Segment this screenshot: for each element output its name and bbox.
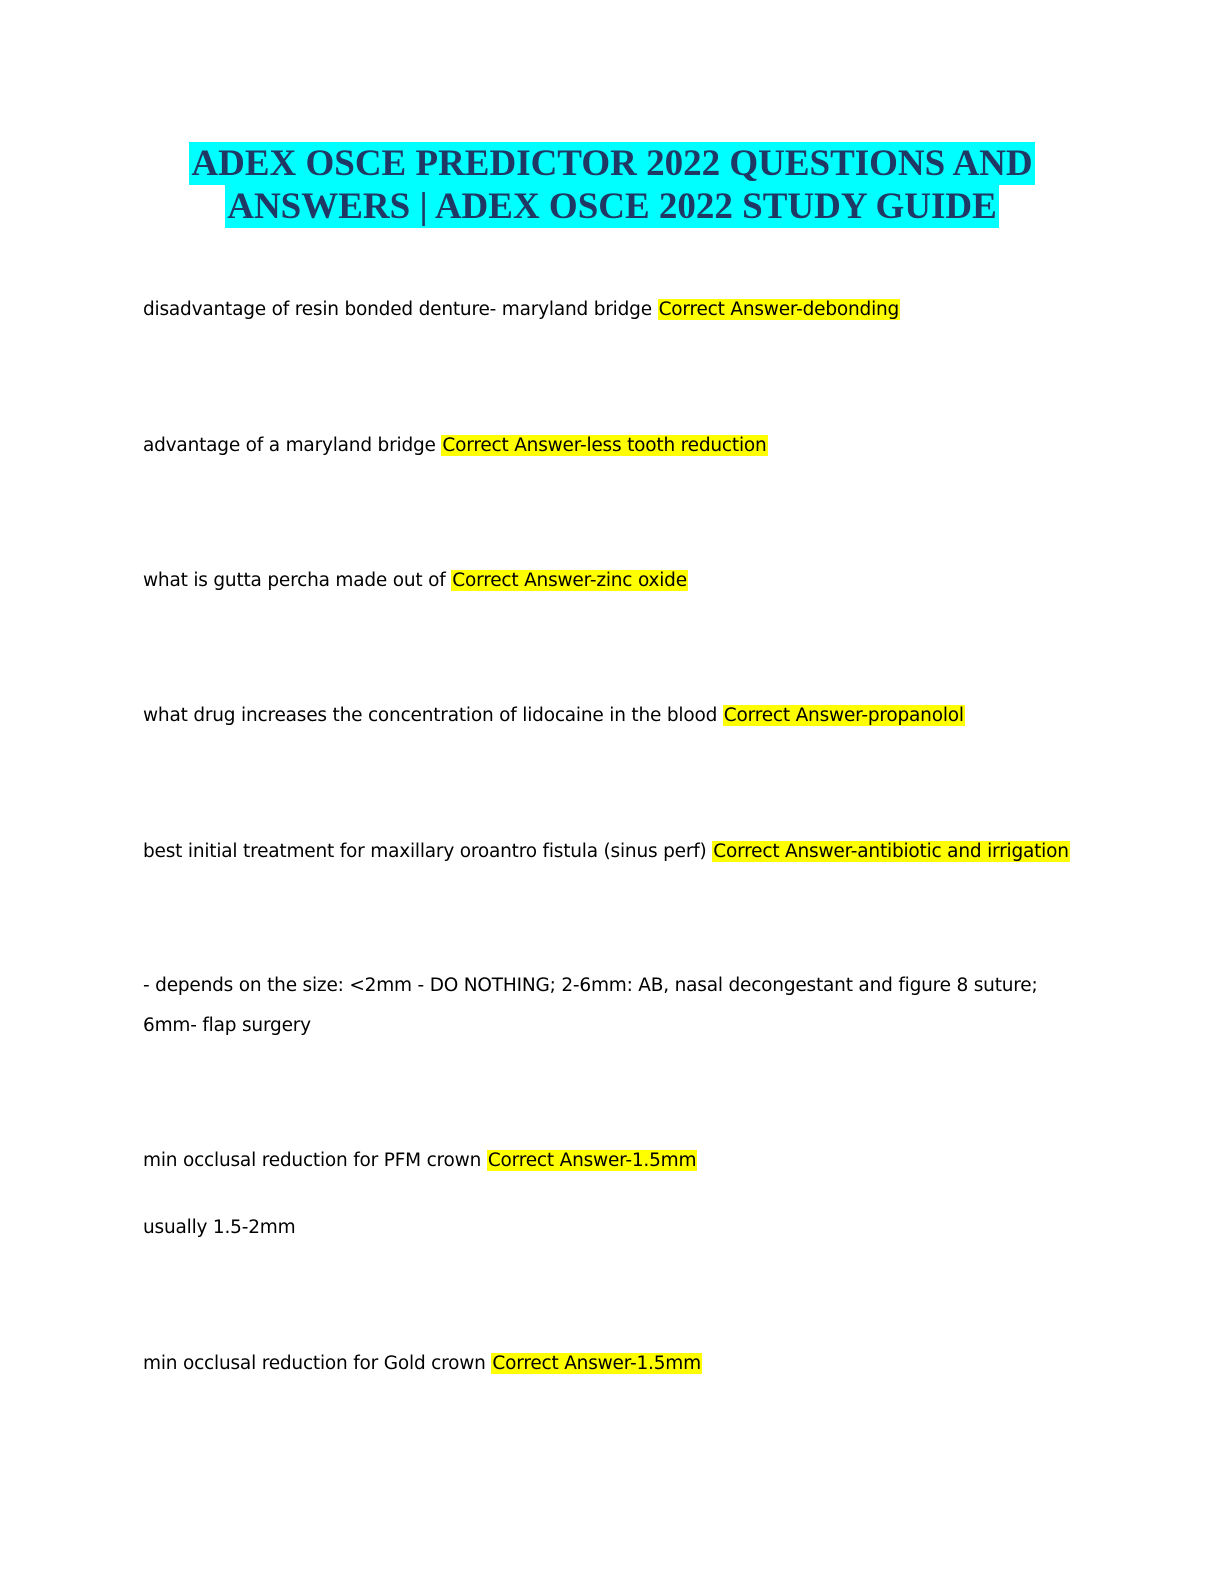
answer-highlight: Correct Answer-1.5mm bbox=[491, 1353, 702, 1374]
question-text: what is gutta percha made out of bbox=[143, 570, 446, 591]
title-line-1: ADEX OSCE PREDICTOR 2022 QUESTIONS AND bbox=[189, 142, 1035, 185]
qa-item-7: min occlusal reduction for Gold crown Co… bbox=[143, 1352, 702, 1375]
answer-highlight: Correct Answer-zinc oxide bbox=[451, 570, 688, 591]
qa-item-4: what drug increases the concentration of… bbox=[143, 704, 965, 727]
title-line-2: ANSWERS | ADEX OSCE 2022 STUDY GUIDE bbox=[225, 185, 999, 228]
question-text: min occlusal reduction for PFM crown bbox=[143, 1150, 482, 1171]
answer-highlight: Correct Answer-less tooth reduction bbox=[441, 435, 768, 456]
question-text: best initial treatment for maxillary oro… bbox=[143, 841, 707, 862]
question-text: advantage of a maryland bridge bbox=[143, 435, 436, 456]
answer-highlight: Correct Answer-1.5mm bbox=[486, 1150, 698, 1171]
answer-note: - depends on the size: <2mm - DO NOTHING… bbox=[143, 975, 1038, 1036]
document-title: ADEX OSCE PREDICTOR 2022 QUESTIONS AND A… bbox=[0, 142, 1224, 228]
qa-item-5: best initial treatment for maxillary oro… bbox=[143, 840, 1070, 863]
question-text: disadvantage of resin bonded denture- ma… bbox=[143, 299, 652, 320]
qa-item-1: disadvantage of resin bonded denture- ma… bbox=[143, 298, 901, 321]
qa-item-6: min occlusal reduction for PFM crown Cor… bbox=[143, 1149, 698, 1172]
qa-item-2: advantage of a maryland bridge Correct A… bbox=[143, 434, 768, 457]
question-text: min occlusal reduction for Gold crown bbox=[143, 1353, 486, 1374]
answer-note: usually 1.5-2mm bbox=[143, 1217, 296, 1238]
answer-highlight: Correct Answer-antibiotic and irrigation bbox=[712, 841, 1070, 862]
answer-highlight: Correct Answer-propanolol bbox=[722, 705, 965, 726]
question-text: what drug increases the concentration of… bbox=[143, 705, 718, 726]
answer-highlight: Correct Answer-debonding bbox=[657, 299, 901, 320]
qa-item-3: what is gutta percha made out of Correct… bbox=[143, 569, 688, 592]
